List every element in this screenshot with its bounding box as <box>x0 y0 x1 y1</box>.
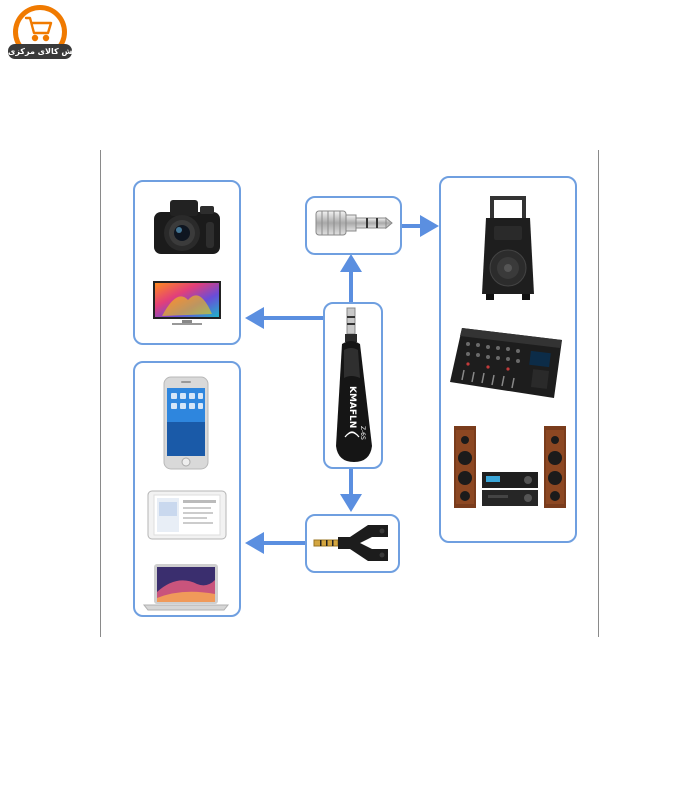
jack-adapter-icon <box>315 210 393 236</box>
y-splitter-icon <box>313 525 388 561</box>
left-divider <box>100 150 101 637</box>
wifi-icon <box>344 431 360 438</box>
stereo-system-icon <box>454 426 566 508</box>
device-brand-text: KMAFLN <box>347 386 357 428</box>
box-splitter <box>305 514 400 573</box>
tv-icon <box>153 281 221 325</box>
tablet-icon <box>147 490 227 540</box>
device-model-text: Z-6S <box>359 426 366 440</box>
shopping-cart-icon <box>24 16 53 42</box>
bluetooth-receiver-icon: KMAFLN Z-6S <box>336 307 372 462</box>
laptop-icon <box>142 564 230 611</box>
store-logo <box>8 5 72 59</box>
mixer-icon <box>450 328 562 398</box>
camera-icon <box>154 200 220 254</box>
phone-icon <box>163 376 209 470</box>
right-divider <box>598 150 599 637</box>
logo-text: پخش کالای مرکزی <box>8 47 82 56</box>
speaker-icon <box>482 196 534 300</box>
